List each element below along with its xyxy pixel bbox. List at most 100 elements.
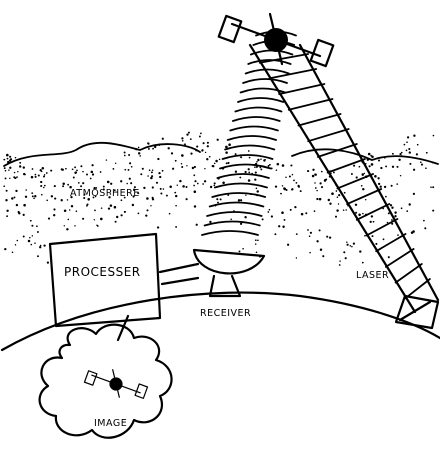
laser-hatch-line bbox=[375, 233, 407, 253]
stipple-dot bbox=[345, 209, 347, 211]
stipple-dot bbox=[63, 209, 67, 213]
stipple-dot bbox=[11, 251, 14, 254]
stipple-dot bbox=[123, 196, 126, 199]
stipple-dot bbox=[396, 183, 399, 185]
stipple-dot bbox=[40, 180, 43, 184]
wavefront-arc bbox=[244, 68, 290, 75]
laser-beam-hatching bbox=[258, 53, 431, 300]
laser-hatch-line bbox=[297, 113, 342, 127]
stipple-dot bbox=[50, 195, 54, 198]
stipple-dot bbox=[14, 244, 17, 246]
wavefront-arc bbox=[201, 230, 259, 236]
stipple-dot bbox=[202, 142, 205, 145]
stipple-dot bbox=[380, 166, 383, 170]
stipple-dot bbox=[83, 193, 86, 196]
wavefront-arc bbox=[224, 144, 276, 151]
stipple-dot bbox=[400, 151, 403, 154]
cloud-bubble-icon: IMAGE bbox=[38, 323, 173, 439]
stipple-dot bbox=[237, 199, 241, 202]
stipple-dot bbox=[408, 151, 411, 154]
stipple-dot bbox=[42, 175, 46, 178]
stipple-dot bbox=[92, 196, 95, 199]
stipple-dot bbox=[309, 251, 311, 254]
stipple-dot bbox=[196, 182, 199, 185]
stipple-dot bbox=[400, 207, 403, 210]
laser-hatch-line bbox=[355, 203, 391, 221]
stipple-dot bbox=[66, 199, 69, 201]
stipple-dot bbox=[314, 182, 316, 184]
stipple-dot bbox=[191, 166, 195, 170]
stipple-dot bbox=[41, 193, 43, 196]
stipple-dot bbox=[254, 166, 256, 169]
stipple-dot bbox=[383, 185, 387, 189]
stipple-dot bbox=[27, 239, 31, 243]
stipple-dot bbox=[290, 164, 293, 167]
stipple-dot bbox=[137, 146, 140, 149]
stipple-dot bbox=[74, 171, 78, 174]
stipple-dot bbox=[19, 165, 22, 168]
stipple-dot bbox=[80, 185, 83, 188]
stipple-dot bbox=[234, 170, 238, 173]
stipple-dot bbox=[65, 167, 67, 170]
stipple-dot bbox=[160, 192, 163, 195]
stipple-dot bbox=[43, 186, 45, 189]
stipple-dot bbox=[343, 251, 346, 254]
stipple-dot bbox=[369, 220, 372, 224]
stipple-dot bbox=[9, 166, 12, 169]
stipple-dot bbox=[364, 198, 367, 201]
wavefront-arc bbox=[214, 182, 268, 189]
stipple-dot bbox=[15, 189, 18, 193]
stipple-dot bbox=[4, 177, 7, 180]
stipple-dot bbox=[410, 231, 414, 234]
stipple-dot bbox=[269, 163, 271, 166]
stipple-dot bbox=[327, 198, 331, 202]
stipple-dot bbox=[203, 180, 207, 183]
laser-emitter bbox=[394, 294, 440, 330]
stipple-dot bbox=[82, 182, 85, 185]
stipple-dot bbox=[308, 235, 311, 237]
stipple-dot bbox=[181, 137, 184, 140]
stipple-dot bbox=[391, 222, 394, 225]
wavefront-arc bbox=[234, 106, 283, 113]
stipple-dot bbox=[244, 216, 247, 219]
stipple-dot bbox=[255, 165, 258, 168]
stipple-dot bbox=[54, 197, 57, 200]
stipple-dot bbox=[281, 211, 284, 214]
stipple-dot bbox=[403, 143, 406, 146]
stipple-dot bbox=[106, 180, 110, 184]
stipple-dot bbox=[361, 261, 364, 264]
stipple-dot bbox=[295, 233, 298, 236]
stipple-dot bbox=[37, 255, 39, 258]
stipple-dot bbox=[158, 172, 161, 175]
stipple-dot bbox=[227, 194, 230, 196]
stipple-dot bbox=[375, 242, 378, 245]
stipple-dot bbox=[367, 152, 371, 156]
stipple-dot bbox=[432, 209, 435, 212]
stipple-dot bbox=[309, 231, 313, 234]
stipple-dot bbox=[6, 215, 9, 218]
stipple-dot bbox=[72, 176, 75, 179]
stipple-dot bbox=[181, 139, 184, 142]
stipple-dot bbox=[374, 175, 377, 178]
stipple-dot bbox=[268, 208, 271, 211]
stipple-dot bbox=[6, 209, 9, 213]
stipple-dot bbox=[225, 162, 228, 165]
stipple-dot bbox=[33, 197, 35, 200]
stipple-dot bbox=[234, 153, 237, 156]
stipple-dot bbox=[352, 242, 356, 245]
stipple-dot bbox=[69, 185, 72, 189]
stipple-dot bbox=[316, 197, 319, 201]
stipple-dot bbox=[114, 220, 117, 223]
stipple-dot bbox=[342, 209, 345, 211]
stipple-dot bbox=[169, 185, 172, 188]
stipple-dot bbox=[319, 182, 322, 185]
stipple-dot bbox=[151, 186, 154, 189]
stipple-dot bbox=[355, 211, 358, 214]
stipple-dot bbox=[82, 217, 85, 220]
stipple-dot bbox=[18, 212, 21, 215]
stipple-dot bbox=[260, 158, 262, 160]
stipple-dot bbox=[423, 219, 425, 222]
stipple-dot bbox=[95, 186, 98, 189]
stipple-dot bbox=[325, 178, 328, 181]
stipple-dot bbox=[254, 239, 257, 242]
